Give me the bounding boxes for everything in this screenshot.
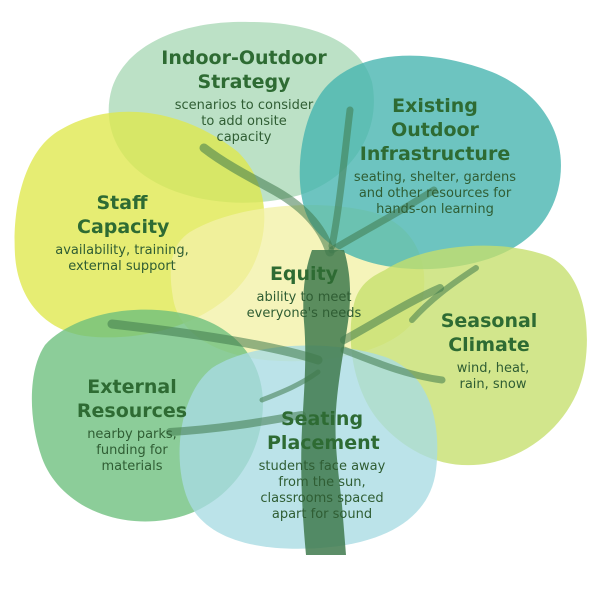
leaf-external-resources: External Resources nearby parks, funding… xyxy=(72,375,192,475)
branch xyxy=(328,186,438,254)
equity: Equity ability to meet everyone's needs xyxy=(222,262,386,322)
leaf-existing-outdoor-infrastructure: Existing Outdoor Infrastructure seating,… xyxy=(352,94,518,218)
branch xyxy=(340,284,444,344)
branch xyxy=(166,411,306,436)
leaf-indoor-outdoor-strategy: Indoor-Outdoor Strategy scenarios to con… xyxy=(132,46,356,146)
tree-trunk xyxy=(301,250,351,555)
branch xyxy=(340,346,446,384)
leaf-description: students face away from the sun, classro… xyxy=(258,459,386,522)
branch xyxy=(107,319,323,365)
leaf-title: Equity xyxy=(269,263,339,285)
leaf-description: nearby parks, funding for materials xyxy=(87,427,177,474)
leaf-seasonal-climate: Seasonal Climate wind, heat, rain, snow xyxy=(428,309,550,393)
branch xyxy=(328,106,354,250)
leaf-seating-placement: Seating Placement students face away fro… xyxy=(236,407,408,523)
leaf-title: External Resources xyxy=(76,376,188,422)
leaf-title: Indoor-Outdoor Strategy xyxy=(161,47,327,93)
leaf-description: availability, training, external support xyxy=(55,243,189,274)
branch xyxy=(259,369,321,403)
branch xyxy=(199,143,335,257)
leaf-blob-existing-outdoor-infrastructure xyxy=(299,55,561,270)
leaf-staff-capacity: Staff Capacity availability, training, e… xyxy=(36,191,208,275)
leaf-description: ability to meet everyone's needs xyxy=(246,290,362,321)
leaf-title: Existing Outdoor Infrastructure xyxy=(359,95,511,165)
branch xyxy=(409,265,479,323)
leaf-title: Seasonal Climate xyxy=(440,310,538,356)
leaf-description: seating, shelter, gardens and other reso… xyxy=(353,170,517,217)
leaf-description: wind, heat, rain, snow xyxy=(456,361,530,392)
leaf-description: scenarios to consider to add onsite capa… xyxy=(174,98,314,145)
tree-branches xyxy=(107,106,479,436)
leaf-title: Seating Placement xyxy=(267,408,380,454)
leaf-title: Staff Capacity xyxy=(77,192,170,238)
